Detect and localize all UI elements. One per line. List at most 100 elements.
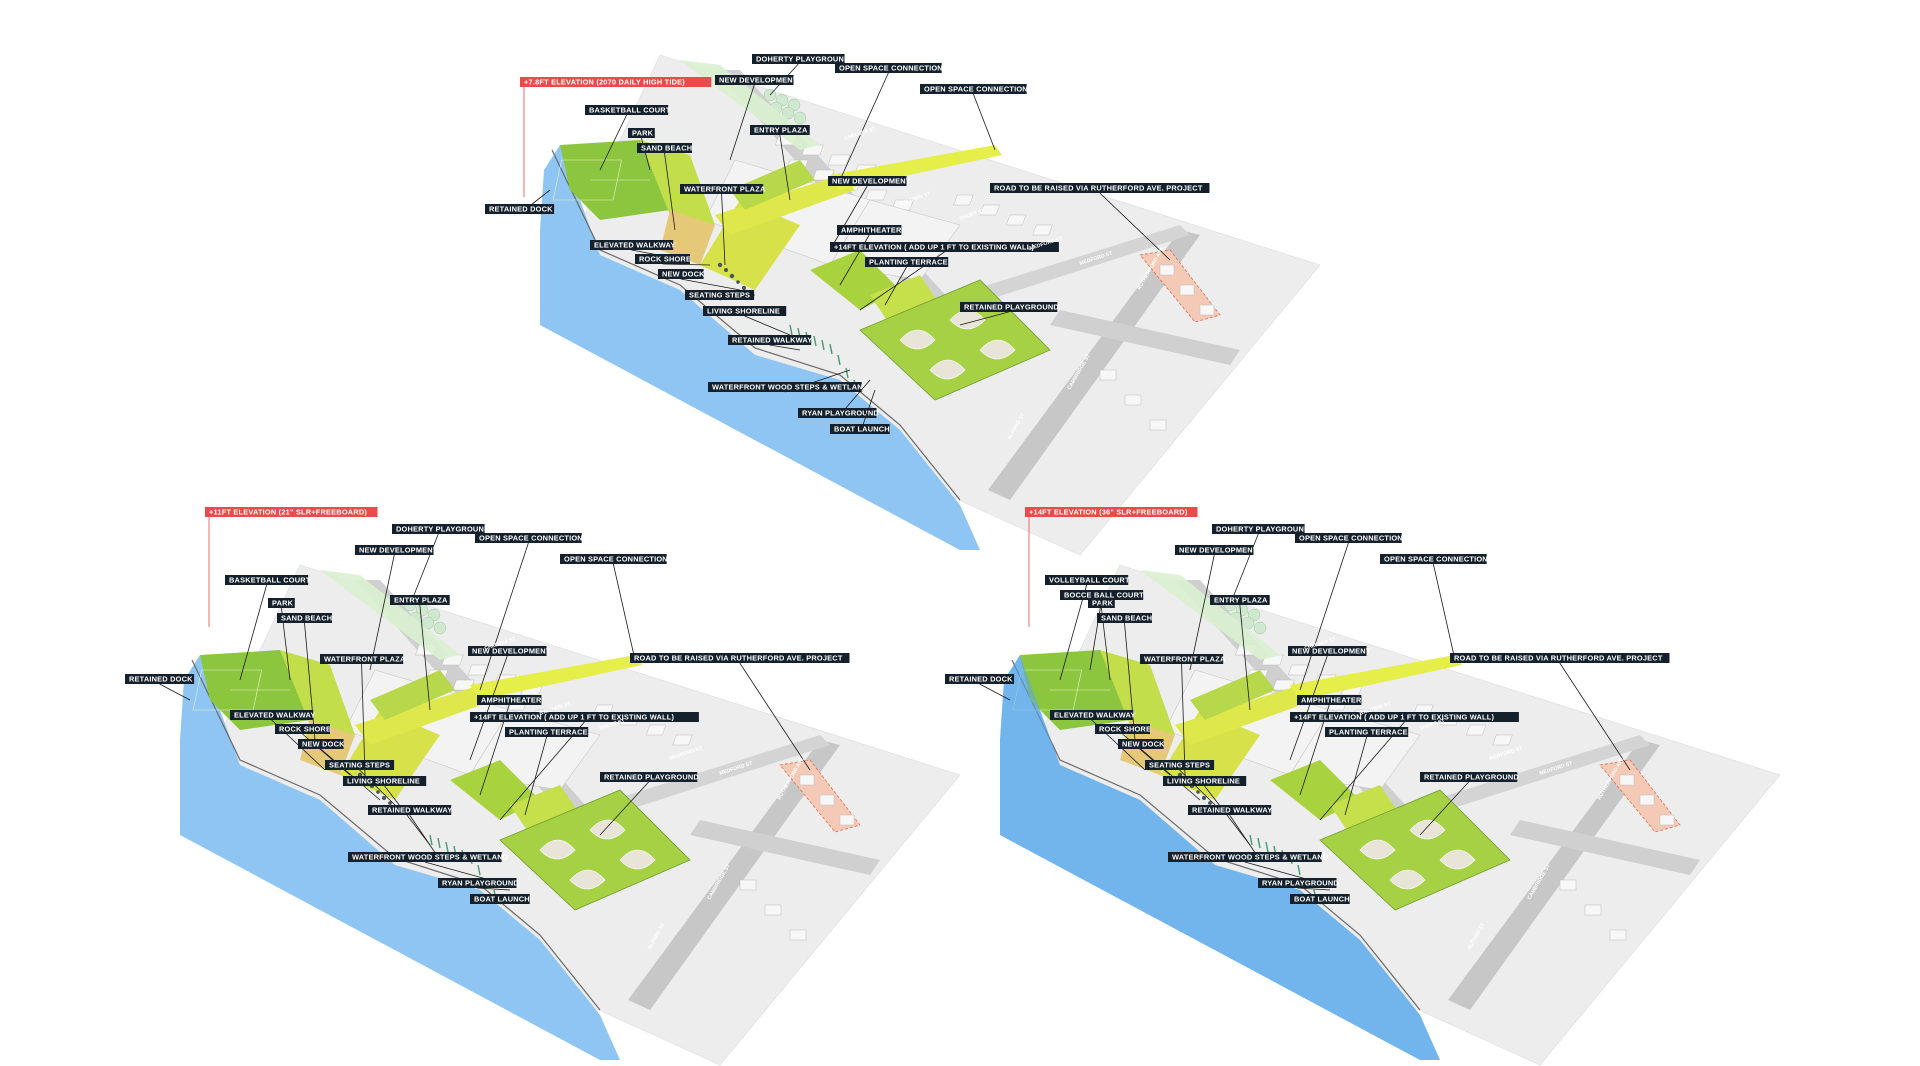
panel-1-labels: +7.8FT ELEVATION (2070 DAILY HIGH TIDE)D… <box>485 54 1210 441</box>
label-new-dev-top: NEW DEVELOPMENT <box>715 75 798 85</box>
label-text: ENTRY PLAZA <box>1214 596 1268 605</box>
leader-line <box>744 315 791 336</box>
label-entry-plaza: ENTRY PLAZA <box>1210 595 1270 605</box>
label-text: NEW DOCK <box>1122 740 1165 749</box>
label-text: PLANTING TERRACE <box>1329 728 1408 737</box>
label-text: OPEN SPACE CONNECTION <box>479 534 583 543</box>
label-text: RETAINED DOCK <box>129 675 193 684</box>
label-wood-steps: WATERFRONT WOOD STEPS & WETLAND <box>1168 852 1329 862</box>
leader-line <box>1289 655 1328 761</box>
label-text: ELEVATED WALKWAY <box>1054 711 1136 720</box>
label-text: BOAT LAUNCH <box>834 425 890 434</box>
label-rock-shore: ROCK SHORE <box>275 724 331 734</box>
leader-line <box>479 542 529 691</box>
label-text: WATERFRONT WOOD STEPS & WETLAND <box>352 853 509 862</box>
label-text: RYAN PLAYGROUND <box>802 409 879 418</box>
label-text: BOAT LAUNCH <box>474 895 530 904</box>
label-rock-shore: ROCK SHORE <box>1095 724 1151 734</box>
label-text: ENTRY PLAZA <box>394 596 448 605</box>
leader-line <box>159 683 191 701</box>
elevation-tag: +14FT ELEVATION (36" SLR+FREEBOARD) <box>1025 507 1198 517</box>
label-text: DOHERTY PLAYGROUND <box>396 525 490 534</box>
label-text: LIVING SHORELINE <box>707 307 780 316</box>
label-text: BOCCE BALL COURT <box>1064 591 1144 600</box>
label-text: SEATING STEPS <box>329 761 390 770</box>
label-text: RETAINED WALKWAY <box>732 336 812 345</box>
label-living-shoreline: LIVING SHORELINE <box>1163 776 1247 786</box>
label-retained-dock: RETAINED DOCK <box>125 674 195 684</box>
label-seating-steps: SEATING STEPS <box>1145 760 1215 770</box>
label-text: SAND BEACH <box>1101 614 1152 623</box>
label-boat-launch: BOAT LAUNCH <box>1290 894 1350 904</box>
leader-line <box>1179 769 1216 806</box>
label-boat-launch: BOAT LAUNCH <box>470 894 530 904</box>
label-wall-elevation: +14FT ELEVATION ( ADD UP 1 FT TO EXISTIN… <box>470 712 699 722</box>
leader-line <box>1319 721 1405 821</box>
leader-line <box>769 344 801 351</box>
label-text: BASKETBALL COURT <box>589 106 671 115</box>
panel-2070-high-tide <box>539 54 1321 556</box>
leader-line <box>1344 736 1367 816</box>
label-text: NEW DEVELOPMENT <box>832 177 911 186</box>
label-text: RETAINED WALKWAY <box>372 806 452 815</box>
leader-line <box>972 93 996 151</box>
leader-line <box>524 736 547 816</box>
leader-line <box>369 554 395 671</box>
label-wall-elevation: +14FT ELEVATION ( ADD UP 1 FT TO EXISTIN… <box>1290 712 1519 722</box>
label-text: LIVING SHORELINE <box>347 777 420 786</box>
label-waterfront-plaza: WATERFRONT PLAZA <box>680 184 766 194</box>
label-text: OPEN SPACE CONNECTION <box>924 85 1028 94</box>
label-text: PLANTING TERRACE <box>869 258 948 267</box>
leader-line <box>1239 604 1251 711</box>
leader-line <box>829 185 868 251</box>
label-doherty: DOHERTY PLAYGROUND <box>1212 524 1310 534</box>
label-text: AMPHITHEATER <box>1301 696 1362 705</box>
elevation-text: +11FT ELEVATION (21" SLR+FREEBOARD) <box>209 508 367 517</box>
label-text: PARK <box>1092 599 1114 608</box>
leader-line <box>419 604 431 711</box>
label-court: VOLLEYBALL COURT <box>1045 575 1130 585</box>
leader-line <box>680 278 741 291</box>
label-seating-steps: SEATING STEPS <box>685 290 755 300</box>
elevation-text: +14FT ELEVATION (36" SLR+FREEBOARD) <box>1029 508 1188 517</box>
leader-line <box>1419 781 1469 836</box>
label-open-space-2: OPEN SPACE CONNECTION <box>920 84 1028 94</box>
label-text: SEATING STEPS <box>689 291 750 300</box>
label-text: BOAT LAUNCH <box>1294 895 1350 904</box>
label-open-space-2: OPEN SPACE CONNECTION <box>560 554 668 564</box>
label-text: NEW DEVELOPMENT <box>1292 647 1371 656</box>
label-planting-terrace: PLANTING TERRACE <box>505 727 589 737</box>
leader-line <box>384 785 431 846</box>
label-text: ROAD TO BE RAISED VIA RUTHERFORD AVE. PR… <box>634 654 843 663</box>
label-road-raised: ROAD TO BE RAISED VIA RUTHERFORD AVE. PR… <box>990 183 1210 193</box>
label-amphitheater: AMPHITHEATER <box>1297 695 1362 705</box>
label-wall-elevation: +14FT ELEVATION ( ADD UP 1 FT TO EXISTIN… <box>830 242 1059 252</box>
label-new-dock: NEW DOCK <box>298 739 345 749</box>
label-sand-beach: SAND BEACH <box>637 143 692 153</box>
leader-line <box>1140 748 1201 801</box>
label-text: RETAINED DOCK <box>949 675 1013 684</box>
leader-line <box>1559 662 1631 771</box>
label-new-dev-top: NEW DEVELOPMENT <box>355 545 438 555</box>
label-doherty: DOHERTY PLAYGROUND <box>392 524 490 534</box>
leader-line <box>469 655 508 761</box>
label-text: ROAD TO BE RAISED VIA RUTHERFORD AVE. PR… <box>1454 654 1663 663</box>
label-retained-playground: RETAINED PLAYGROUND <box>1420 772 1519 782</box>
leader-line <box>884 266 907 306</box>
label-text: WATERFRONT WOOD STEPS & WETLAND <box>712 383 869 392</box>
label-open-space-1: OPEN SPACE CONNECTION <box>1295 533 1403 543</box>
label-text: +14FT ELEVATION ( ADD UP 1 FT TO EXISTIN… <box>834 243 1034 252</box>
label-park: PARK <box>268 598 295 608</box>
label-new-dev-mid: NEW DEVELOPMENT <box>1288 646 1371 656</box>
leader-line <box>662 263 711 266</box>
leader-line <box>739 662 811 771</box>
label-text: DOHERTY PLAYGROUND <box>756 55 850 64</box>
label-living-shoreline: LIVING SHORELINE <box>343 776 427 786</box>
leader-line <box>1089 599 1102 671</box>
label-text: RETAINED PLAYGROUND <box>1424 773 1519 782</box>
label-text: NEW DOCK <box>302 740 345 749</box>
label-text: ROCK SHORE <box>1099 725 1151 734</box>
label-text: ROCK SHORE <box>639 255 691 264</box>
label-elevated-walkway: ELEVATED WALKWAY <box>1050 710 1136 720</box>
